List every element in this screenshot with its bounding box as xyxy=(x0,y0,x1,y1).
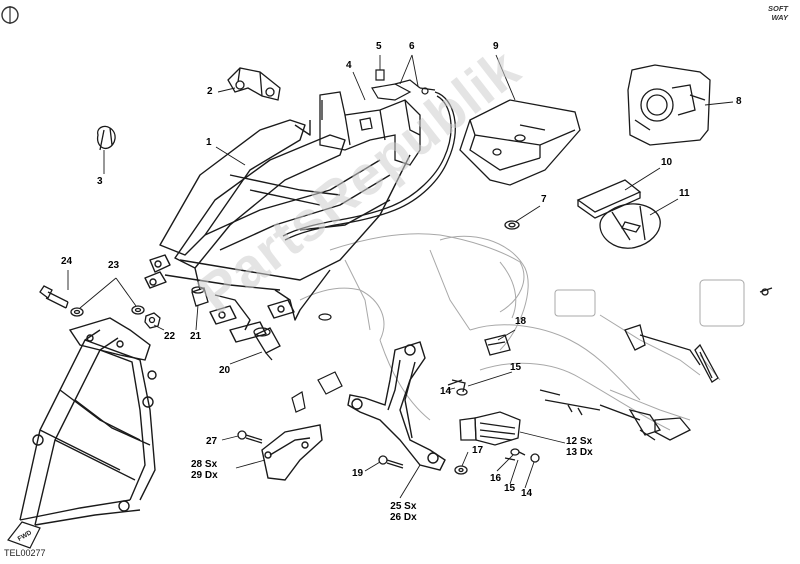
bracket-part-18 xyxy=(484,334,511,356)
footpeg-part-12-13 xyxy=(459,411,521,446)
heel-guard-part-28-29 xyxy=(261,424,323,481)
screw-part-19 xyxy=(378,455,404,469)
callout-21: 21 xyxy=(190,331,202,342)
fuel-cap-part-8 xyxy=(627,64,711,146)
bolt-part-24 xyxy=(39,285,69,309)
callout-20: 20 xyxy=(219,365,231,376)
rubber-mount-part-20 xyxy=(253,327,281,361)
corner-marker-icon xyxy=(1,6,19,24)
background-frame-ghost xyxy=(299,233,745,431)
callout-9: 9 xyxy=(493,41,499,52)
drawing-code: TEL00277 xyxy=(4,548,46,558)
callout-4: 4 xyxy=(346,60,352,71)
callout-22: 22 xyxy=(164,331,176,342)
cable xyxy=(282,91,456,241)
callout-27: 27 xyxy=(206,436,218,447)
tray-part-9 xyxy=(459,99,581,186)
pad-part-10 xyxy=(576,179,642,219)
callout-28-29: 28 Sx 29 Dx xyxy=(191,459,218,481)
washer-part-23 xyxy=(70,305,145,317)
callout-25-26: 25 Sx 26 Dx xyxy=(390,501,417,523)
nut-part-7 xyxy=(504,220,520,230)
callout-5: 5 xyxy=(376,41,382,52)
footpeg-bracket-part-25-26 xyxy=(347,341,446,471)
callout-1: 1 xyxy=(206,137,212,148)
callout-15-upper: 15 xyxy=(510,362,522,373)
battery-mount-part-4 xyxy=(319,91,421,166)
rear-subframe-part-1 xyxy=(144,119,411,343)
washer-part-17 xyxy=(454,465,468,475)
callout-18: 18 xyxy=(515,316,527,327)
callout-12-13: 12 Sx 13 Dx xyxy=(566,436,593,458)
callout-23: 23 xyxy=(108,260,120,271)
callout-11: 11 xyxy=(679,188,690,199)
fitting-part-5-6 xyxy=(371,69,436,101)
callout-8: 8 xyxy=(736,96,742,107)
nut-part-22 xyxy=(144,312,161,329)
callout-15-lower: 15 xyxy=(504,483,516,494)
callout-14-upper: 14 xyxy=(440,386,452,397)
brand-line-2: WAY xyxy=(771,13,788,22)
callout-17: 17 xyxy=(472,445,484,456)
tool-bag-part-11 xyxy=(599,203,661,249)
leader-lines xyxy=(67,54,734,499)
hose-clamp-part-3 xyxy=(96,125,116,151)
callout-10: 10 xyxy=(661,157,673,168)
rearset-linkage xyxy=(539,287,773,441)
callout-14-lower: 14 xyxy=(521,488,533,499)
main-frame-section xyxy=(19,317,157,526)
bushing-part-21 xyxy=(191,286,209,307)
pin-part-14-15-16 xyxy=(451,379,540,463)
linkage-parts xyxy=(291,313,463,413)
brand-logo: SOFT WAY xyxy=(752,4,788,34)
screw-part-27 xyxy=(237,430,263,444)
clamp-part-2 xyxy=(227,67,281,101)
callout-2: 2 xyxy=(207,86,213,97)
callout-16: 16 xyxy=(490,473,502,484)
callout-19: 19 xyxy=(352,468,364,479)
callout-24: 24 xyxy=(61,256,73,267)
callout-7: 7 xyxy=(541,194,547,205)
brand-line-1: SOFT xyxy=(768,4,788,13)
callout-3: 3 xyxy=(97,176,103,187)
callout-6: 6 xyxy=(409,41,415,52)
forward-arrow-icon: FWD xyxy=(7,521,41,549)
